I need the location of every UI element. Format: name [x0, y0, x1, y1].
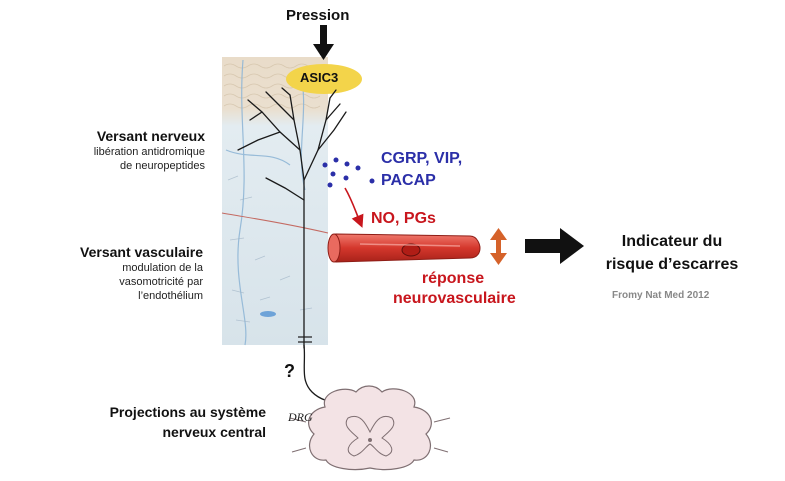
indicateur-line1: Indicateur du [621, 233, 723, 250]
projections-line1: Projections au système [109, 404, 266, 420]
citation-label: Fromy Nat Med 2012 [612, 290, 710, 301]
output-arrow [525, 228, 584, 264]
blood-vessel [327, 233, 481, 263]
release-arrow [344, 187, 364, 228]
pression-arrow [313, 25, 334, 60]
projections-line2: nerveux central [162, 424, 267, 440]
skin-tissue [221, 57, 329, 346]
pression-label: Pression [286, 7, 350, 24]
versant-nerveux-line1: libération antidromique [93, 146, 205, 158]
no-pgs-label: NO, PGs [371, 210, 436, 227]
versant-nerveux-line2: de neuropeptides [119, 160, 205, 172]
nerve-ending-oval [260, 311, 276, 317]
versant-vasculaire-line3: l’endothélium [138, 290, 203, 302]
reponse-line1: réponse [421, 270, 485, 287]
versant-vasculaire-line1: modulation de la [122, 262, 203, 274]
versant-vasculaire-title: Versant vasculaire [80, 244, 203, 260]
versant-nerveux-title: Versant nerveux [96, 128, 205, 144]
versant-vasculaire-line2: vasomotricité par [119, 276, 203, 288]
vasomotion-arrow [490, 228, 507, 265]
neuropeptides-line2: PACAP [381, 172, 436, 189]
question-mark: ? [284, 361, 295, 381]
capillary-line [221, 212, 329, 234]
asic3-label: ASIC3 [300, 70, 339, 85]
drg-label: DRG [288, 410, 313, 424]
indicateur-line2: risque d’escarres [605, 256, 739, 273]
asic3-ellipse [286, 64, 362, 94]
axon-break [298, 336, 312, 343]
spinal-cord [289, 385, 451, 471]
neuropeptides-line1: CGRP, VIP, [381, 150, 463, 167]
reponse-line2: neurovasculaire [393, 290, 516, 307]
neuropeptide-dots [322, 157, 375, 188]
neuron-tree [237, 87, 347, 349]
